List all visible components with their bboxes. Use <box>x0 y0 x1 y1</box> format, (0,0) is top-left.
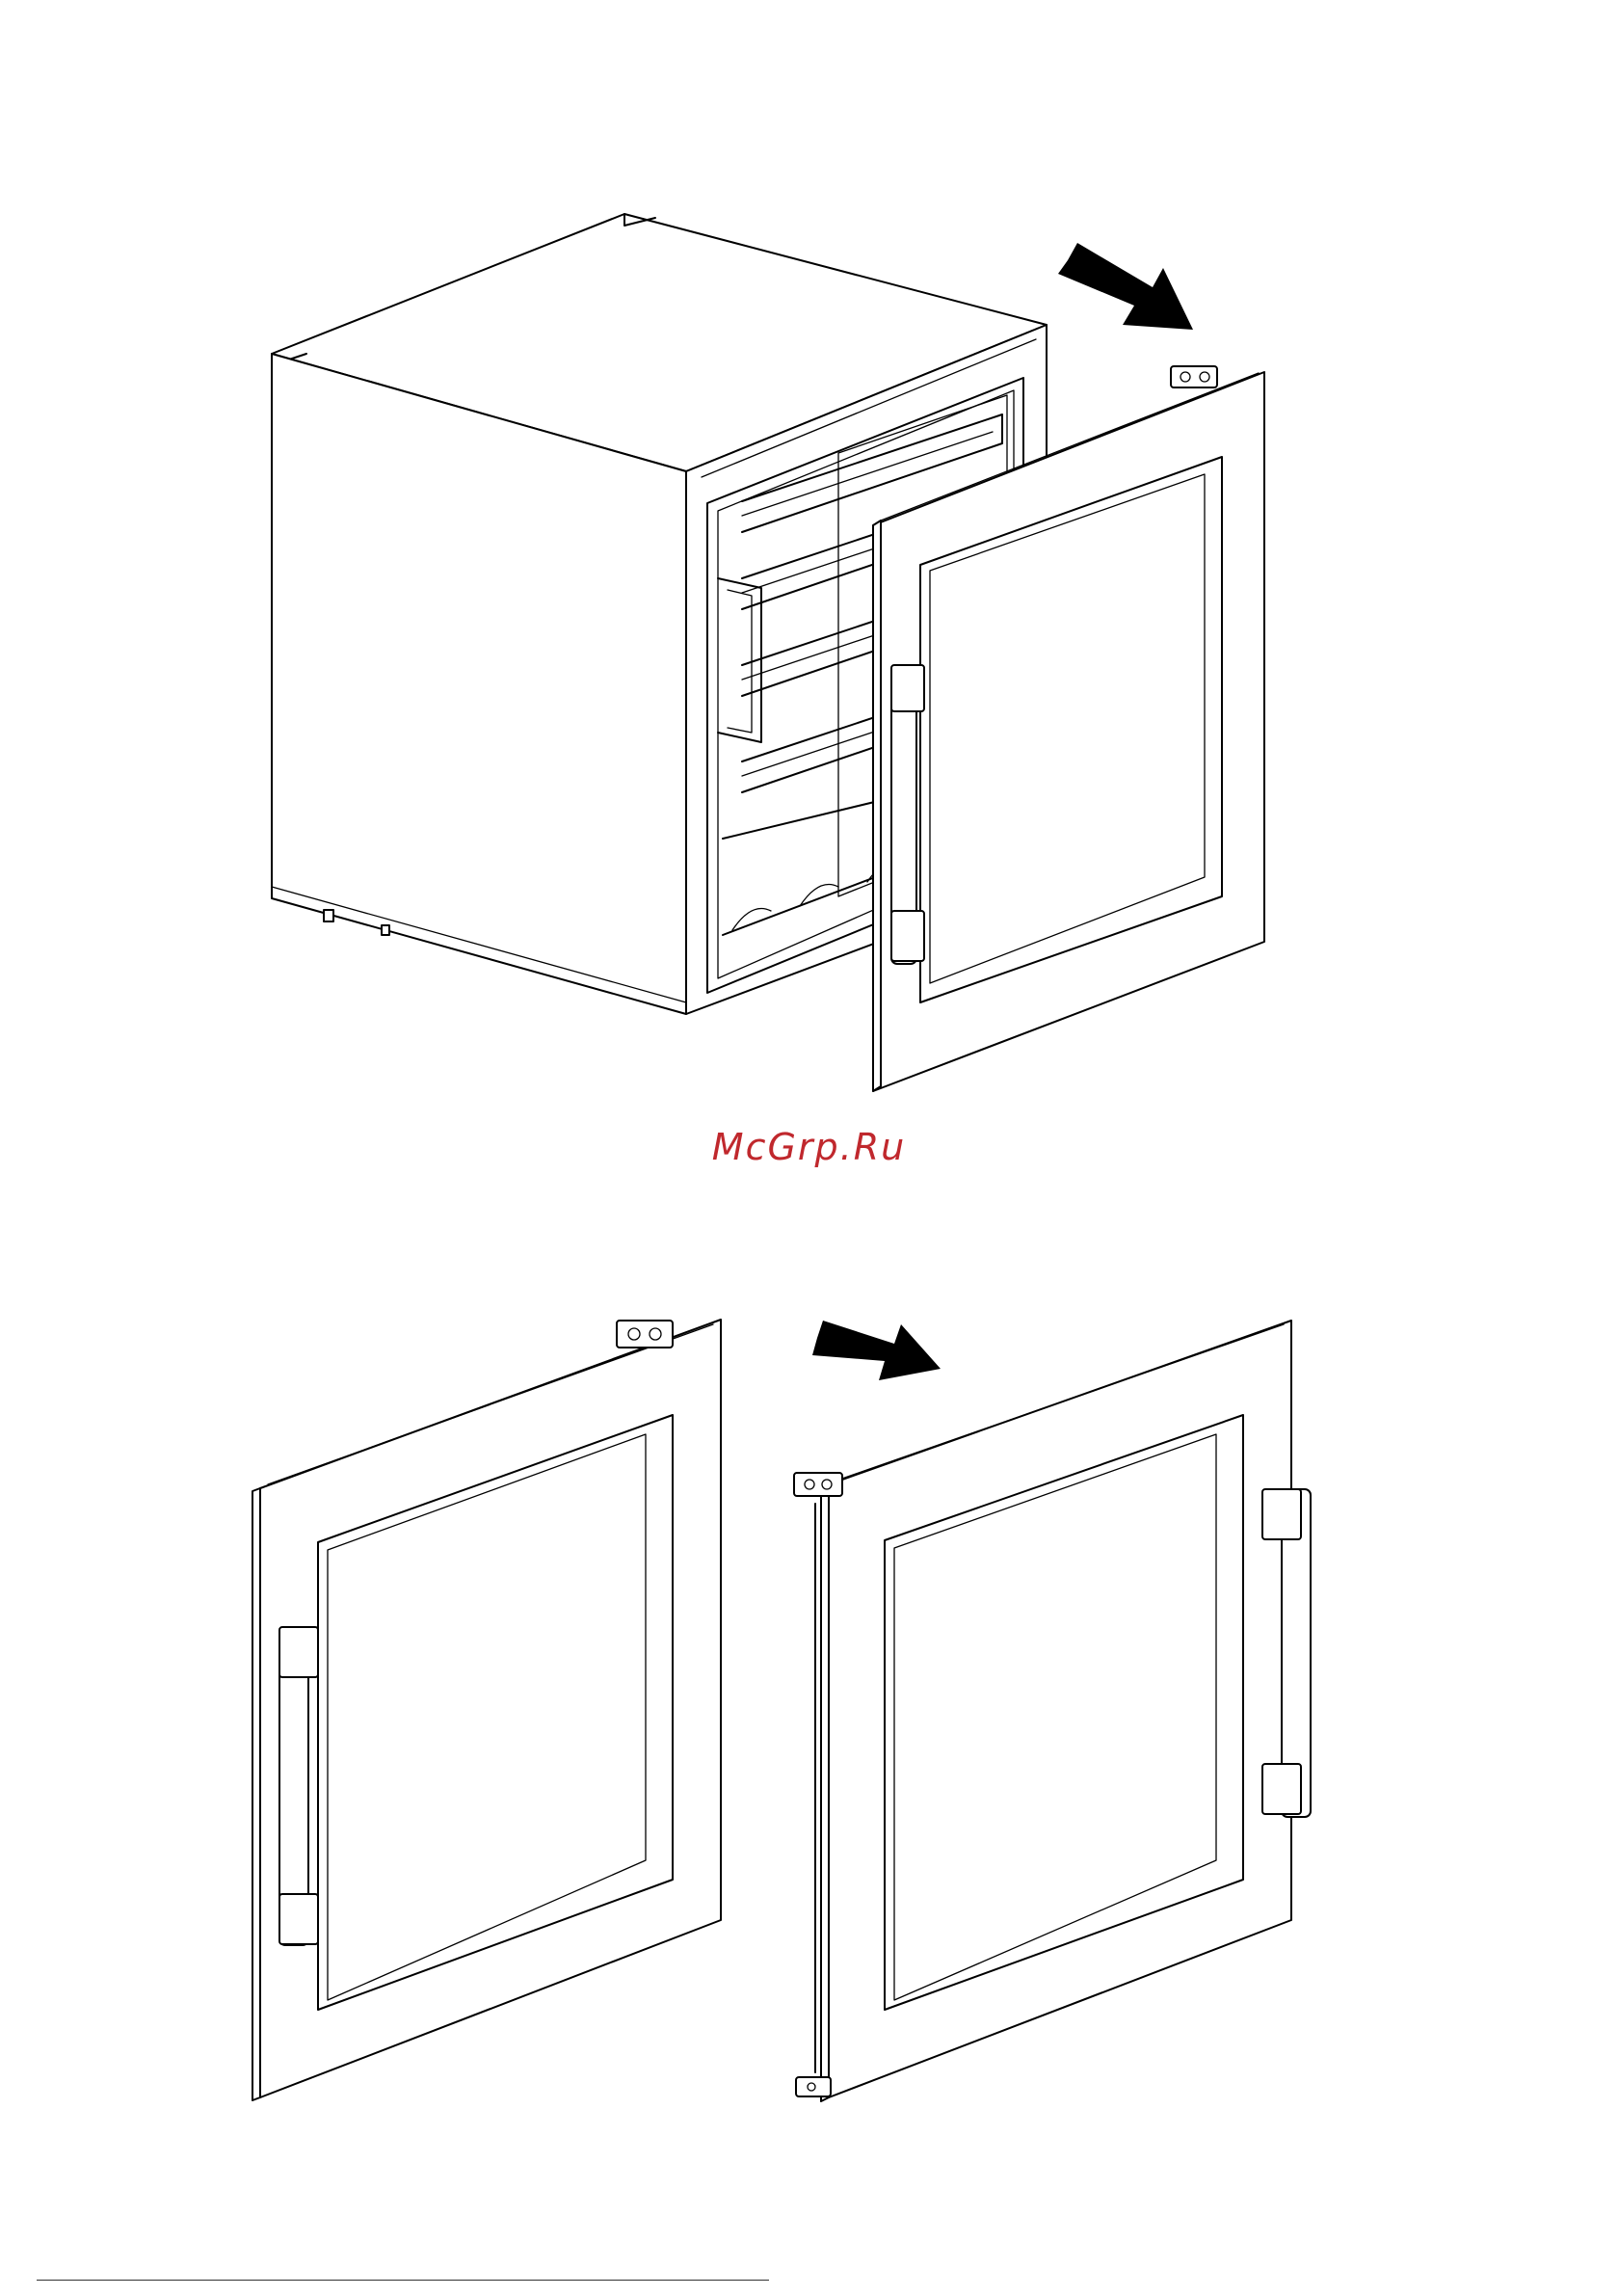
hinge-top-right <box>794 1473 842 1496</box>
hinge-bottom-right <box>796 2077 831 2096</box>
hinge-top <box>617 1321 673 1348</box>
direction-arrow-icon-2 <box>812 1321 941 1380</box>
cabinet-diagram <box>272 214 1264 1091</box>
watermark: McGrp.Ru <box>0 1126 1618 1168</box>
door-left <box>252 1320 721 2100</box>
hinge <box>1171 366 1217 387</box>
direction-arrow-icon <box>1058 243 1193 330</box>
door-right <box>794 1321 1311 2101</box>
footer-divider <box>37 2280 769 2281</box>
door-reversal-diagram <box>252 1320 1311 2101</box>
